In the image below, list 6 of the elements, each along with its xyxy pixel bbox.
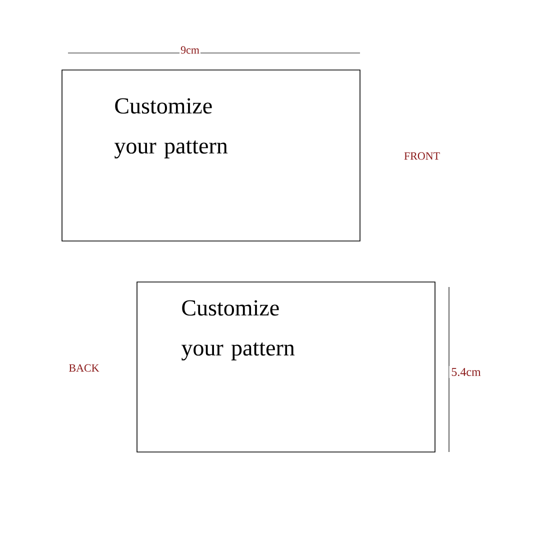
card: Customize your pattern [62,70,360,242]
card: Customize your pattern [136,282,436,452]
side-label: BACK [69,364,100,372]
dimension-label: 5.4cm [449,366,483,378]
side-label: FRONT [404,152,440,160]
dimension-label: 9cm [180,45,200,55]
